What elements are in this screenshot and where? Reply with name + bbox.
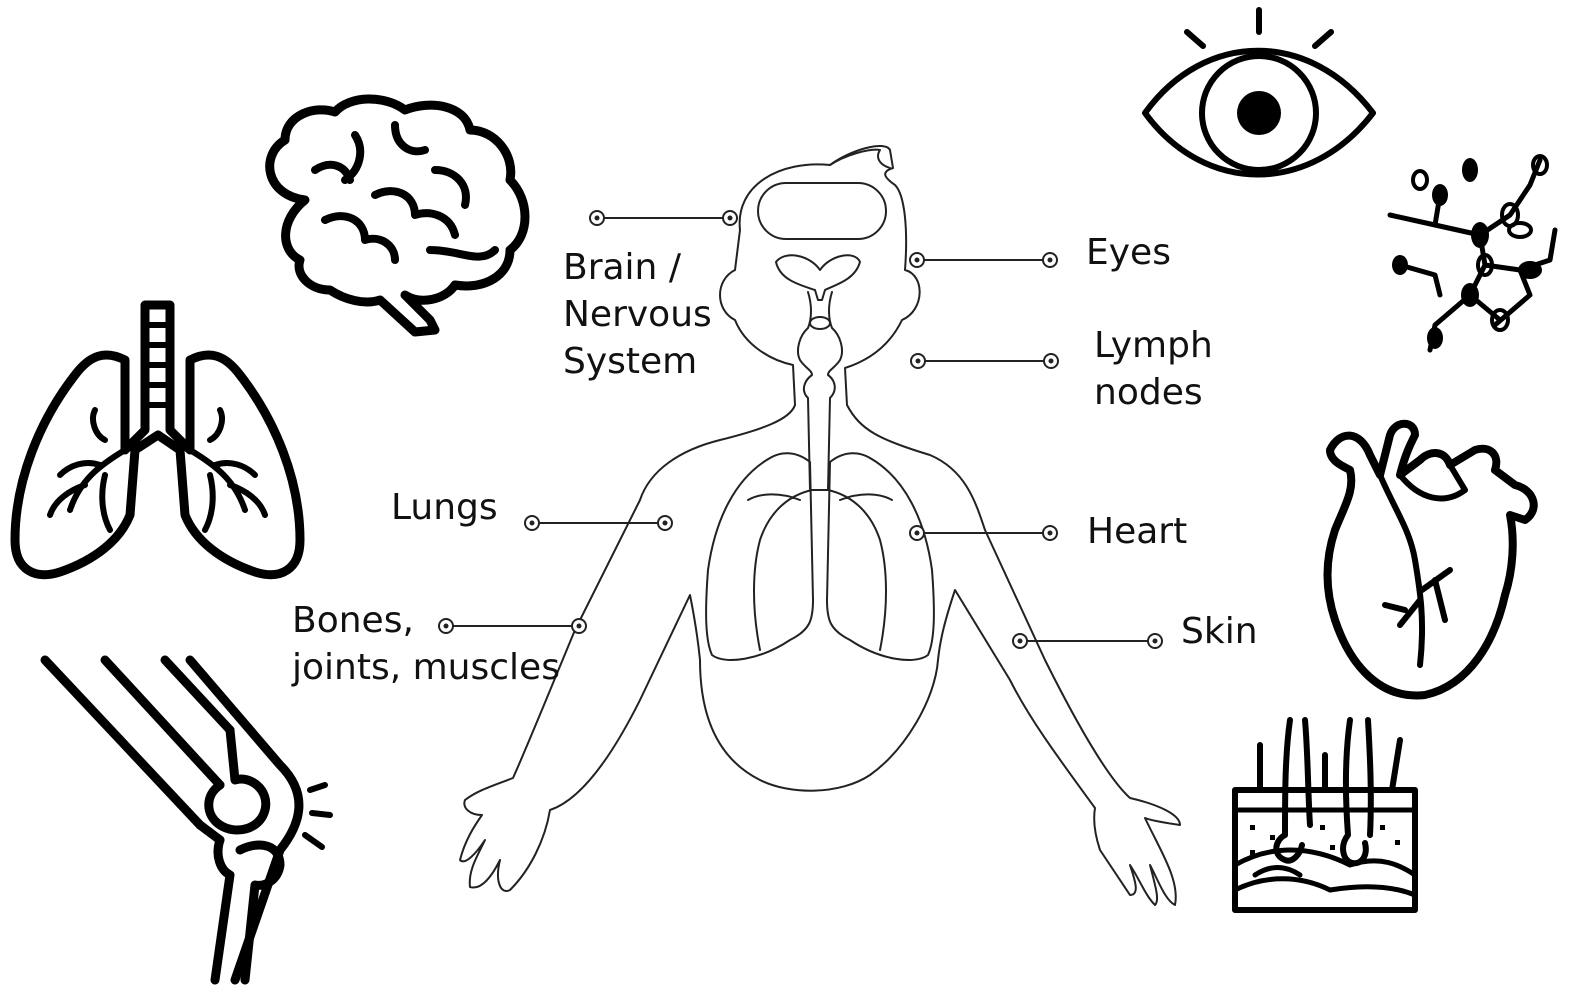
skin-icon <box>1235 720 1415 910</box>
connector-eyes <box>910 253 1057 267</box>
knee-joint-icon <box>45 660 330 980</box>
connector-lungs <box>525 516 672 530</box>
connector-brain <box>590 211 737 225</box>
body-left-lung <box>706 453 813 660</box>
heart-icon <box>1328 424 1534 696</box>
label-heart: Heart <box>1087 508 1187 555</box>
trachea <box>798 292 842 490</box>
label-lymph-nodes: Lymph nodes <box>1094 322 1213 416</box>
eye-icon <box>1145 10 1373 175</box>
nasal-cavity <box>776 255 860 300</box>
body-bronchi <box>748 490 892 650</box>
label-eyes: Eyes <box>1086 229 1171 276</box>
larynx-ring <box>810 317 830 329</box>
brain-icon <box>270 99 525 332</box>
connector-skin <box>1013 634 1162 648</box>
head-brain-shape <box>758 183 886 239</box>
label-bones: Bones, joints, muscles <box>292 597 560 691</box>
lungs-icon <box>15 305 300 575</box>
body-right-lung <box>827 453 934 660</box>
connector-lymph-nodes <box>911 354 1058 368</box>
hair-outline <box>830 150 890 168</box>
lymph-nodes-icon <box>1390 156 1555 350</box>
connectors <box>439 211 1162 648</box>
label-skin: Skin <box>1181 608 1258 655</box>
label-lungs: Lungs <box>391 484 498 531</box>
label-brain: Brain / Nervous System <box>563 244 712 385</box>
